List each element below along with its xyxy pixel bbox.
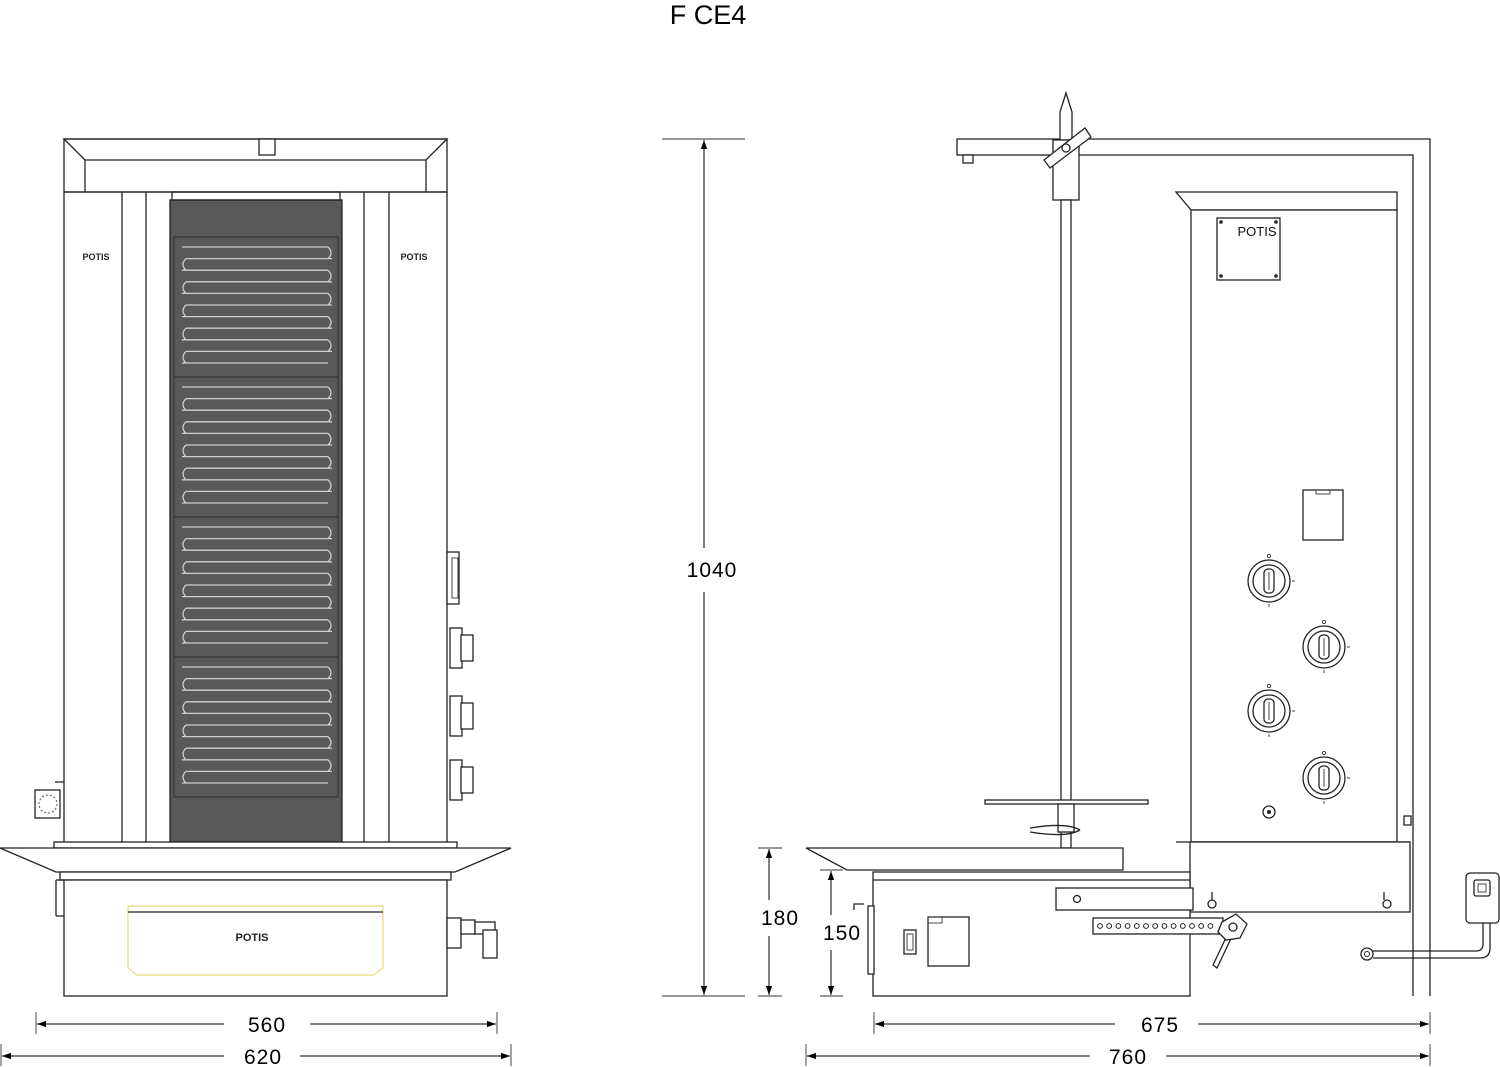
socket-panel — [927, 916, 970, 967]
dim-width-outer: 620 — [244, 1046, 282, 1067]
control-knob — [1247, 554, 1295, 607]
burner-jet — [1198, 923, 1205, 929]
power-plug — [1465, 872, 1500, 924]
control-knobs — [1247, 554, 1350, 804]
dimensions: 560 620 1040 180 150 675 — [0, 138, 1431, 1067]
burner-jet — [1106, 923, 1113, 929]
dim-width-inner: 560 — [248, 1014, 286, 1037]
dim-height-total: 1040 — [687, 559, 738, 582]
heating-coil — [182, 386, 332, 504]
heater-module — [173, 656, 339, 798]
dim-height-lower: 150 — [823, 922, 861, 945]
brand-logo-right: POTIS — [400, 252, 427, 262]
brand-plate-label: POTIS — [1237, 224, 1276, 239]
burner-jet — [1143, 923, 1149, 929]
front-canopy — [63, 138, 448, 193]
side-knob-1 — [449, 627, 474, 669]
drip-tray-front — [0, 847, 512, 873]
gas-connector — [1360, 922, 1491, 961]
burner-jet — [1097, 923, 1103, 929]
burner-jet — [1124, 923, 1131, 929]
drip-tray-side — [805, 847, 1124, 871]
side-knob-3 — [449, 759, 474, 801]
heating-coil — [182, 666, 332, 784]
burner-jet — [1189, 923, 1195, 929]
valve-lever — [1212, 913, 1248, 969]
spit-rod — [1060, 199, 1072, 849]
burner-jet — [1115, 923, 1122, 929]
top-arm — [956, 138, 1065, 156]
burner-rail — [1055, 887, 1194, 911]
drawing-title: F CE4 — [670, 0, 747, 30]
drawer-outline — [127, 905, 384, 976]
switch-box — [446, 551, 460, 605]
front-view: POTIS POTIS — [0, 138, 512, 997]
control-knob — [1247, 684, 1295, 737]
burner-jet — [1161, 923, 1168, 929]
side-knob-2 — [449, 695, 474, 737]
brand-logo-left: POTIS — [82, 252, 109, 262]
ignition-box — [1302, 489, 1344, 541]
dim-depth-inner: 675 — [1141, 1014, 1179, 1037]
dim-height-base: 180 — [761, 907, 799, 930]
brand-logo-drawer: POTIS — [235, 932, 268, 944]
burner-jet — [1133, 923, 1140, 929]
heating-coil — [182, 526, 332, 644]
side-fitting-left — [34, 781, 64, 819]
heating-coil — [182, 246, 332, 364]
control-knob — [1302, 620, 1350, 673]
burner-jet — [1179, 923, 1186, 929]
burner-jet — [1170, 923, 1177, 929]
spit-tip — [1059, 90, 1073, 141]
dim-depth-outer: 760 — [1109, 1046, 1147, 1067]
burner-jet — [1207, 923, 1214, 929]
brand-plate — [1216, 217, 1281, 281]
burner-housing — [1190, 209, 1398, 843]
heater-panel — [169, 199, 343, 843]
heating-element-coils — [173, 236, 339, 798]
gas-valve — [446, 917, 498, 959]
control-knob — [1302, 751, 1350, 804]
burner-jet — [1152, 923, 1159, 929]
side-view: POTIS — [805, 90, 1500, 997]
